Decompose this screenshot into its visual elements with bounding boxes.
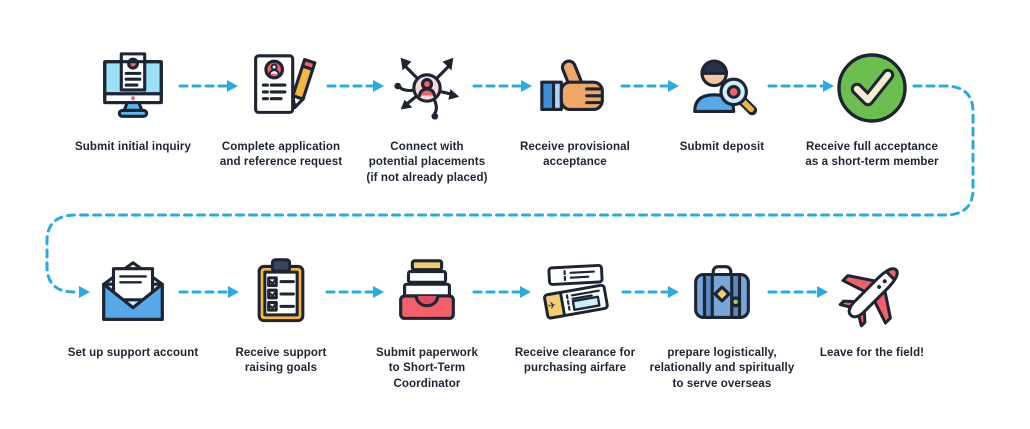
- thumbs-up-icon: [536, 42, 614, 134]
- step-airfare-clearance: ✈ Receive clearance for purchasing airfa…: [500, 248, 650, 377]
- airline-tickets-icon: ✈: [535, 248, 615, 340]
- step-label: Receive provisional acceptance: [520, 141, 630, 169]
- open-envelope-icon: [94, 248, 172, 340]
- step-full-acceptance: Receive full acceptance as a short-term …: [787, 42, 957, 171]
- step-label: Submit deposit: [679, 141, 765, 153]
- step-label: Receive clearance for purchasing airfare: [514, 347, 636, 375]
- clipboard-checklist-icon: [243, 248, 319, 340]
- step-submit-deposit: Submit deposit: [662, 42, 782, 155]
- monitor-inquiry-icon: [94, 42, 172, 134]
- svg-text:✈: ✈: [547, 300, 557, 312]
- step-label: prepare logistically, relationally and s…: [649, 347, 795, 390]
- application-form-icon: [242, 42, 320, 134]
- step-label: Submit initial inquiry: [75, 141, 191, 153]
- step-submit-initial-inquiry: Submit initial inquiry: [58, 42, 208, 155]
- suitcase-icon: [683, 248, 761, 340]
- step-prepare-overseas: prepare logistically, relationally and s…: [632, 248, 812, 392]
- step-provisional-acceptance: Receive provisional acceptance: [500, 42, 650, 171]
- step-connect-placements: Connect with potential placements (if no…: [347, 42, 507, 186]
- step-leave-field: Leave for the field!: [802, 248, 942, 361]
- person-magnifier-icon: [683, 42, 761, 134]
- step-support-account: Set up support account: [48, 248, 218, 361]
- network-connections-icon: [388, 42, 466, 134]
- step-label: Complete application and reference reque…: [219, 141, 343, 169]
- document-tray-icon: [388, 248, 466, 340]
- step-label: Receive full acceptance as a short-term …: [805, 141, 939, 169]
- step-label: Set up support account: [67, 347, 199, 359]
- step-label: Receive support raising goals: [235, 347, 327, 375]
- step-label: Connect with potential placements (if no…: [366, 141, 488, 184]
- step-submit-paperwork: Submit paperwork to Short-Term Coordinat…: [357, 248, 497, 392]
- airplane-icon: [832, 248, 912, 340]
- step-label: Leave for the field!: [819, 347, 925, 359]
- check-circle-icon: [832, 42, 912, 134]
- step-support-goals: Receive support raising goals: [211, 248, 351, 377]
- step-complete-application: Complete application and reference reque…: [201, 42, 361, 171]
- step-label: Submit paperwork to Short-Term Coordinat…: [376, 347, 478, 390]
